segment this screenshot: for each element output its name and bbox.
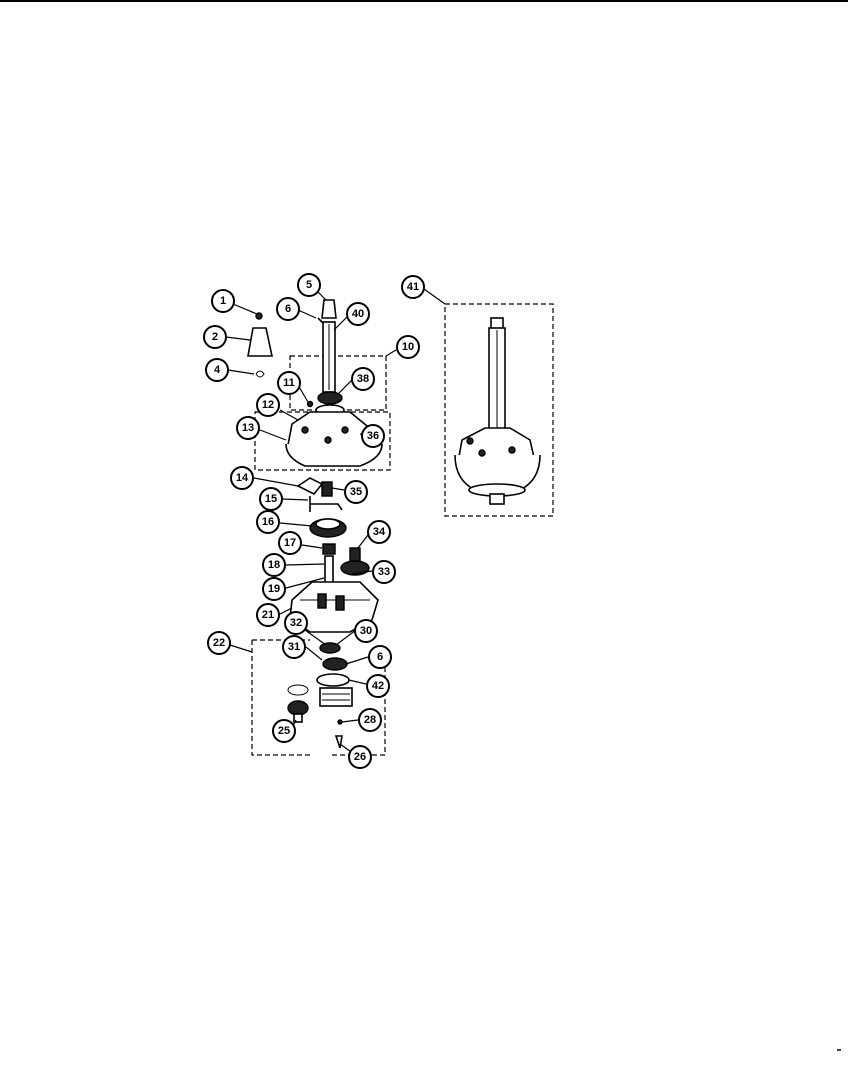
callout-26: 26 <box>348 745 372 769</box>
svg-text:18: 18 <box>268 559 280 571</box>
svg-text:25: 25 <box>278 725 290 737</box>
svg-text:35: 35 <box>350 486 362 498</box>
svg-text:15: 15 <box>265 493 277 505</box>
callout-34: 34 <box>367 520 391 544</box>
callout-31: 31 <box>282 635 306 659</box>
svg-text:6: 6 <box>377 651 383 663</box>
callout-5: 5 <box>297 273 321 297</box>
callout-6-top: 6 <box>276 297 300 321</box>
svg-text:26: 26 <box>354 751 366 763</box>
callout-30: 30 <box>354 619 378 643</box>
svg-text:31: 31 <box>288 641 300 653</box>
callout-16: 16 <box>256 510 280 534</box>
callout-35: 35 <box>344 480 368 504</box>
callout-2: 2 <box>203 325 227 349</box>
callout-33: 33 <box>372 560 396 584</box>
callout-25: 25 <box>272 719 296 743</box>
svg-text:36: 36 <box>367 430 379 442</box>
callout-38: 38 <box>351 367 375 391</box>
leader-lines <box>225 288 446 755</box>
exploded-view <box>247 299 383 749</box>
svg-text:14: 14 <box>236 472 249 484</box>
svg-text:33: 33 <box>378 566 390 578</box>
transmission-assembly-41 <box>454 317 541 505</box>
svg-text:2: 2 <box>212 331 218 343</box>
callout-11: 11 <box>277 371 301 395</box>
svg-text:11: 11 <box>283 377 295 389</box>
callout-4: 4 <box>205 358 229 382</box>
callout-28: 28 <box>358 708 382 732</box>
callout-14: 14 <box>230 466 254 490</box>
callout-19: 19 <box>262 577 286 601</box>
svg-text:41: 41 <box>407 281 419 293</box>
svg-text:13: 13 <box>242 422 254 434</box>
svg-text:38: 38 <box>357 373 369 385</box>
callout-21: 21 <box>256 603 280 627</box>
svg-text:28: 28 <box>364 714 376 726</box>
callout-13: 13 <box>236 416 260 440</box>
callout-15: 15 <box>259 487 283 511</box>
callout-18: 18 <box>262 553 286 577</box>
callout-42: 42 <box>366 674 390 698</box>
svg-text:19: 19 <box>268 583 280 595</box>
svg-text:1: 1 <box>220 295 226 307</box>
svg-text:16: 16 <box>262 516 274 528</box>
callout-12: 12 <box>256 393 280 417</box>
svg-text:21: 21 <box>262 609 274 621</box>
callout-6-bottom: 6 <box>368 645 392 669</box>
svg-text:6: 6 <box>285 303 291 315</box>
svg-text:42: 42 <box>372 680 384 692</box>
svg-text:5: 5 <box>306 279 312 291</box>
callout-41: 41 <box>401 275 425 299</box>
svg-text:10: 10 <box>402 341 414 353</box>
svg-text:17: 17 <box>284 537 296 549</box>
svg-text:40: 40 <box>352 308 364 320</box>
callout-10: 10 <box>396 335 420 359</box>
svg-text:30: 30 <box>360 625 372 637</box>
callout-36: 36 <box>361 424 385 448</box>
callout-17: 17 <box>278 531 302 555</box>
svg-text:4: 4 <box>214 364 221 376</box>
callout-32: 32 <box>284 611 308 635</box>
callout-1: 1 <box>211 289 235 313</box>
svg-text:32: 32 <box>290 617 302 629</box>
callout-40: 40 <box>346 302 370 326</box>
svg-text:12: 12 <box>262 399 274 411</box>
callout-22: 22 <box>207 631 231 655</box>
svg-text:22: 22 <box>213 637 225 649</box>
svg-text:34: 34 <box>373 526 386 538</box>
